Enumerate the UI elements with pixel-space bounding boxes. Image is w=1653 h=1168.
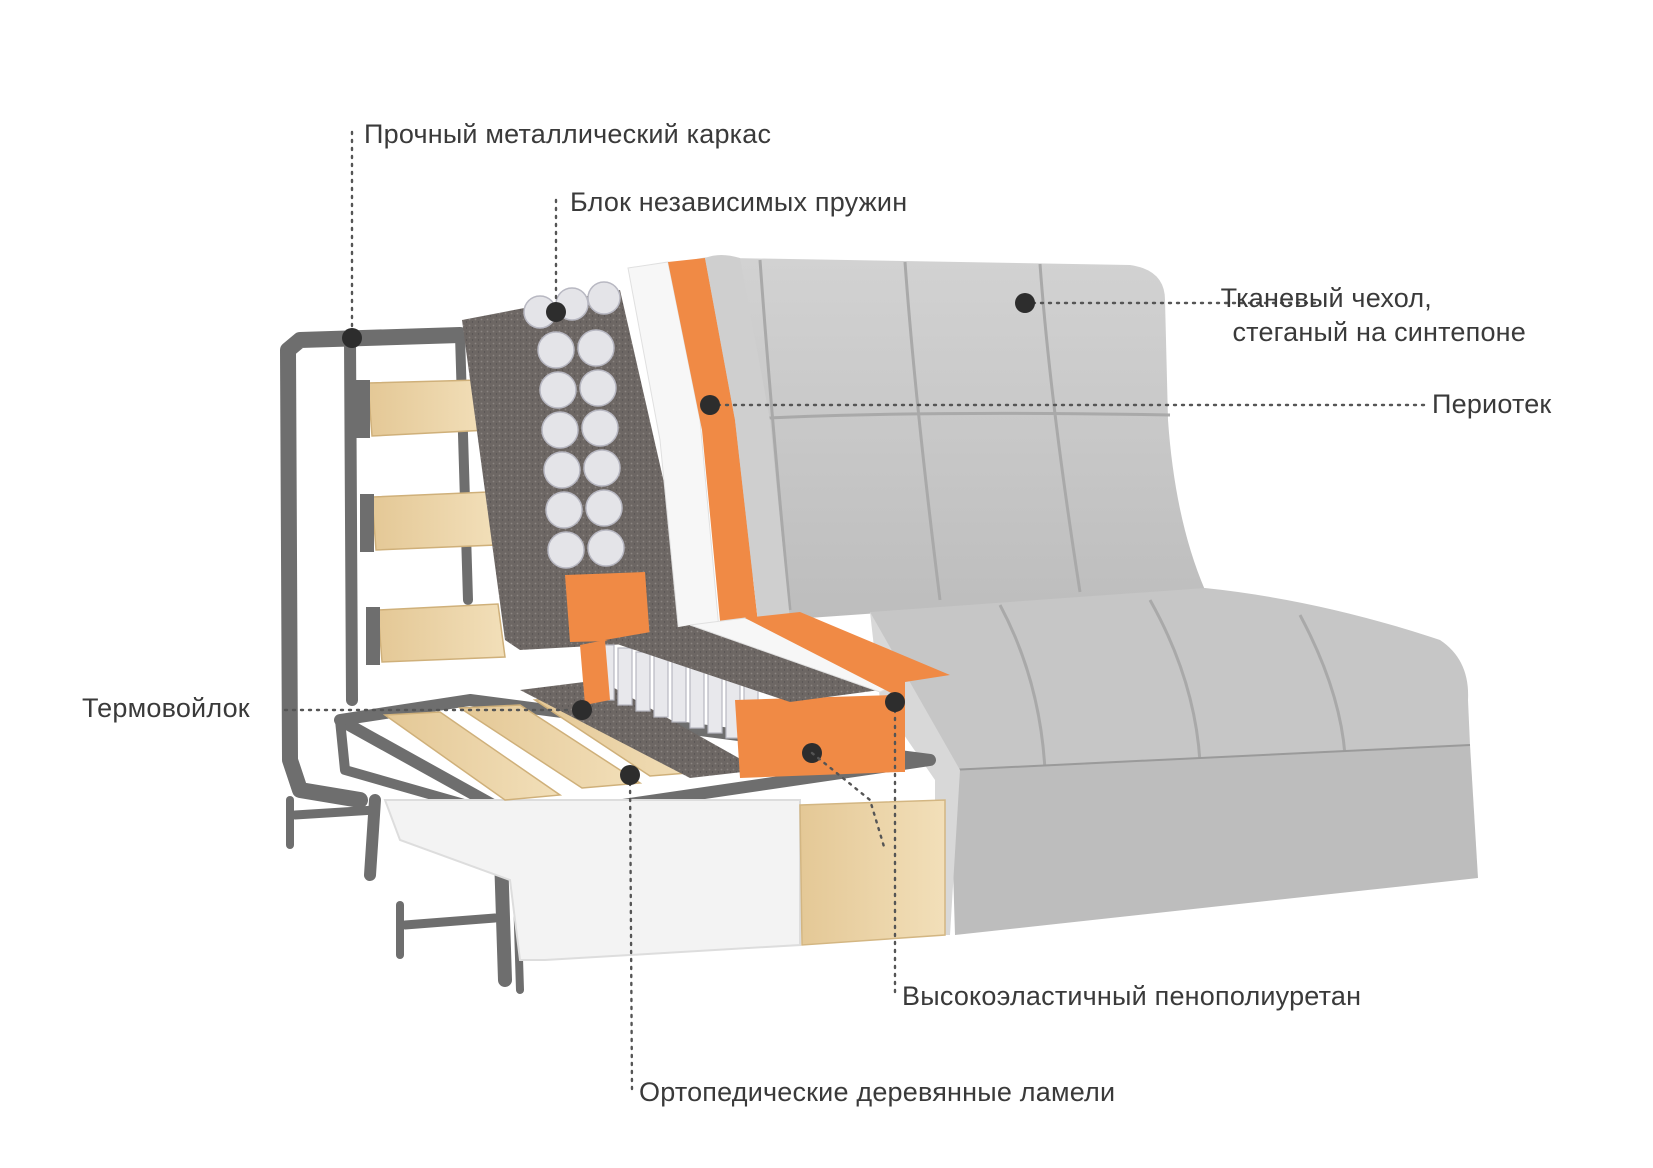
back-wood-slats	[367, 379, 506, 663]
drawer-box	[383, 799, 801, 961]
dot-lamellas	[620, 765, 640, 785]
label-periotek: Периотек	[1432, 389, 1552, 419]
label-hr-foam: Высокоэластичный пенополиуретан	[902, 981, 1362, 1011]
seat-tufting	[998, 599, 1347, 771]
seat-spring-block	[599, 644, 759, 744]
dot-springs	[546, 302, 566, 322]
label-frame: Прочный металлический каркас	[364, 119, 772, 149]
back-felt-layer	[462, 290, 700, 650]
dot-frame	[342, 328, 362, 348]
seat-cross-section	[382, 612, 950, 801]
back-periotek-layer	[668, 258, 760, 642]
seat-periotek-layer	[745, 612, 950, 772]
back-fabric-cap	[705, 255, 790, 640]
sofa-base	[950, 745, 1478, 935]
dot-periotek	[700, 395, 720, 415]
metal-frame	[280, 327, 936, 994]
back-tufting	[729, 259, 1171, 611]
label-lamellas: Ортопедические деревянные ламели	[639, 1077, 1116, 1107]
back-cushion-panel	[690, 257, 1205, 620]
dot-cover	[1015, 293, 1035, 313]
seat-cushion-panel	[870, 588, 1470, 770]
dot-hr-foam-seat	[885, 692, 905, 712]
label-cover-line1: Тканевый чехол,	[1220, 283, 1432, 313]
leader-lines	[283, 130, 1427, 1092]
back-cross-section	[356, 255, 790, 665]
sofa-fabric	[690, 257, 1478, 935]
label-cover-line2: стеганый на синтепоне	[1232, 317, 1526, 347]
dot-thermofelt	[572, 700, 592, 720]
wooden-side-panel	[799, 799, 946, 946]
label-springs: Блок независимых пружин	[570, 187, 908, 217]
seat-foam-block	[735, 695, 900, 778]
label-thermofelt: Термовойлок	[82, 693, 250, 723]
